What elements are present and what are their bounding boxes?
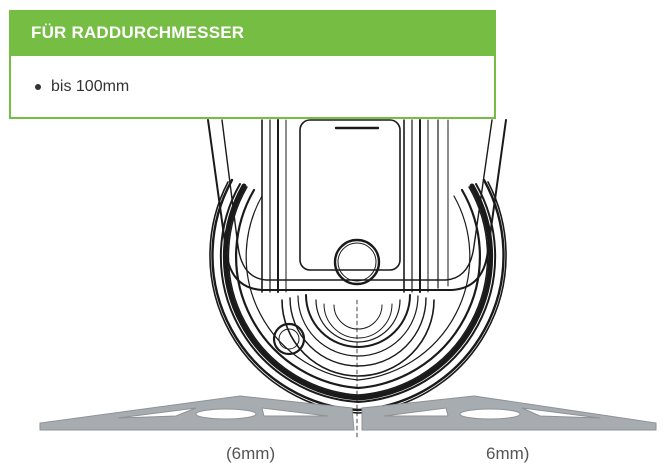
wheel-diameter-info-box: FÜR RADDURCHMESSER bis 100mm (9, 10, 496, 119)
axle-nut (333, 238, 381, 286)
bullet-icon (35, 83, 41, 90)
list-item-text: bis 100mm (51, 77, 130, 95)
list-item: bis 100mm (35, 78, 129, 96)
caption-right-ramp: 6mm) (486, 444, 530, 463)
info-box-heading: FÜR RADDURCHMESSER (9, 10, 496, 56)
info-box-list: bis 100mm (35, 78, 129, 96)
hub (281, 294, 435, 377)
grease-nipple (272, 322, 306, 356)
tire-rings (209, 178, 507, 414)
info-box-body: bis 100mm (9, 56, 496, 119)
fork-housing (207, 119, 507, 293)
caption-left-ramp: (6mm) (226, 444, 276, 463)
ramp-illustration (39, 395, 657, 431)
